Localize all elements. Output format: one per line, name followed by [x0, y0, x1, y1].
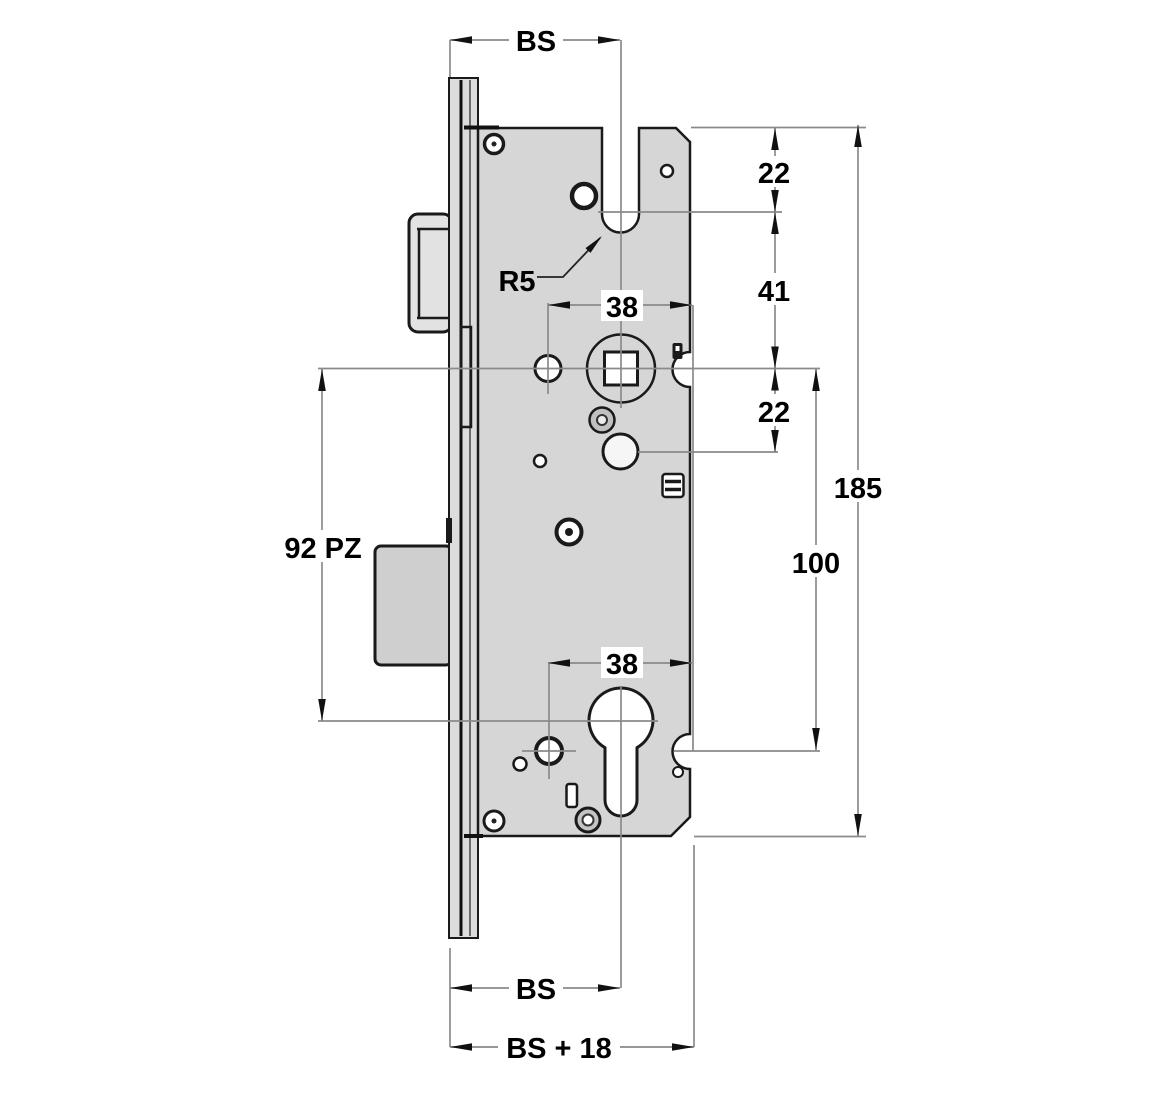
arrow-right: [598, 984, 620, 992]
dim-label-41: 41: [758, 276, 790, 308]
arrow-right: [598, 36, 620, 44]
label-bg: [601, 647, 643, 678]
deadbolt-body: [373, 544, 454, 667]
lock-case: [476, 126, 692, 838]
dim-label-r5: R5: [498, 266, 535, 298]
dim-label-185: 185: [834, 473, 882, 505]
arrow-up: [812, 369, 820, 391]
arrow-up: [771, 368, 779, 391]
rivet-center: [581, 813, 595, 827]
gear-rack-detail: [661, 472, 685, 499]
label-bg: [753, 273, 795, 305]
small-hole: [532, 453, 548, 469]
arrow-right: [670, 301, 692, 309]
screw-center-dot: [491, 141, 497, 147]
arrow-up: [854, 125, 862, 147]
arrow-up: [771, 212, 779, 234]
arrow-down: [771, 190, 779, 212]
label-bg: [601, 290, 643, 321]
label-bg: [753, 394, 795, 426]
label-bg: [280, 530, 366, 562]
dim-label-38-top: 38: [606, 292, 638, 324]
screw-hole: [569, 181, 599, 211]
arrow-down: [812, 728, 820, 750]
dim-label-38-bottom: 38: [606, 649, 638, 681]
r5-leader-arrow: [585, 236, 602, 253]
arrow-up: [318, 369, 326, 391]
latch-bolt: [407, 212, 454, 334]
arrow-left: [548, 659, 570, 667]
dim-label-bs-top: BS: [516, 26, 556, 58]
deadbolt: [373, 544, 454, 667]
screw-center-dot: [565, 528, 573, 536]
small-hole: [659, 163, 675, 179]
label-backgrounds: [280, 23, 885, 1063]
screw-center-dot: [491, 818, 497, 824]
round-hole: [601, 432, 640, 471]
arrow-left: [548, 301, 570, 309]
label-bg: [753, 156, 795, 187]
arrow-left: [450, 1043, 472, 1051]
dim-label-92pz: 92 PZ: [284, 533, 361, 565]
label-bg: [789, 545, 843, 577]
arrow-left: [450, 984, 472, 992]
edge-slot-highlight: [675, 346, 680, 351]
latch-bolt-body: [407, 212, 454, 334]
arrow-down: [771, 430, 779, 452]
faceplate-tab: [446, 518, 452, 543]
dim-label-bs-plus-18: BS + 18: [506, 1033, 612, 1065]
label-bg: [831, 470, 885, 502]
arrow-left: [450, 36, 472, 44]
arrow-down: [771, 346, 779, 369]
label-bg: [509, 23, 563, 56]
label-bg: [498, 1030, 620, 1063]
arrow-right: [672, 1043, 694, 1051]
dim-label-bs-bottom: BS: [516, 974, 556, 1006]
dim-label-22-top: 22: [758, 158, 790, 190]
arrow-up: [771, 128, 779, 150]
label-bg: [509, 971, 563, 1004]
arrow-down: [854, 814, 862, 836]
dimension-arrows: [318, 36, 862, 1051]
faceplate-strip: [448, 77, 479, 939]
arrow-right: [670, 659, 692, 667]
arrow-down: [318, 699, 326, 721]
r5-leader-line: [537, 237, 601, 278]
dim-label-22-mid: 22: [758, 397, 790, 429]
dimension-labels: BS R5 38 22 41 22 185 100 92 PZ 38 BS BS…: [284, 26, 882, 1065]
small-slot: [565, 782, 579, 809]
rivet-center: [596, 414, 608, 426]
dim-label-100: 100: [792, 548, 840, 580]
small-hole: [512, 756, 528, 772]
small-hole: [672, 766, 684, 778]
faceplate-cutout: [459, 325, 473, 429]
faceplate: [446, 77, 479, 939]
